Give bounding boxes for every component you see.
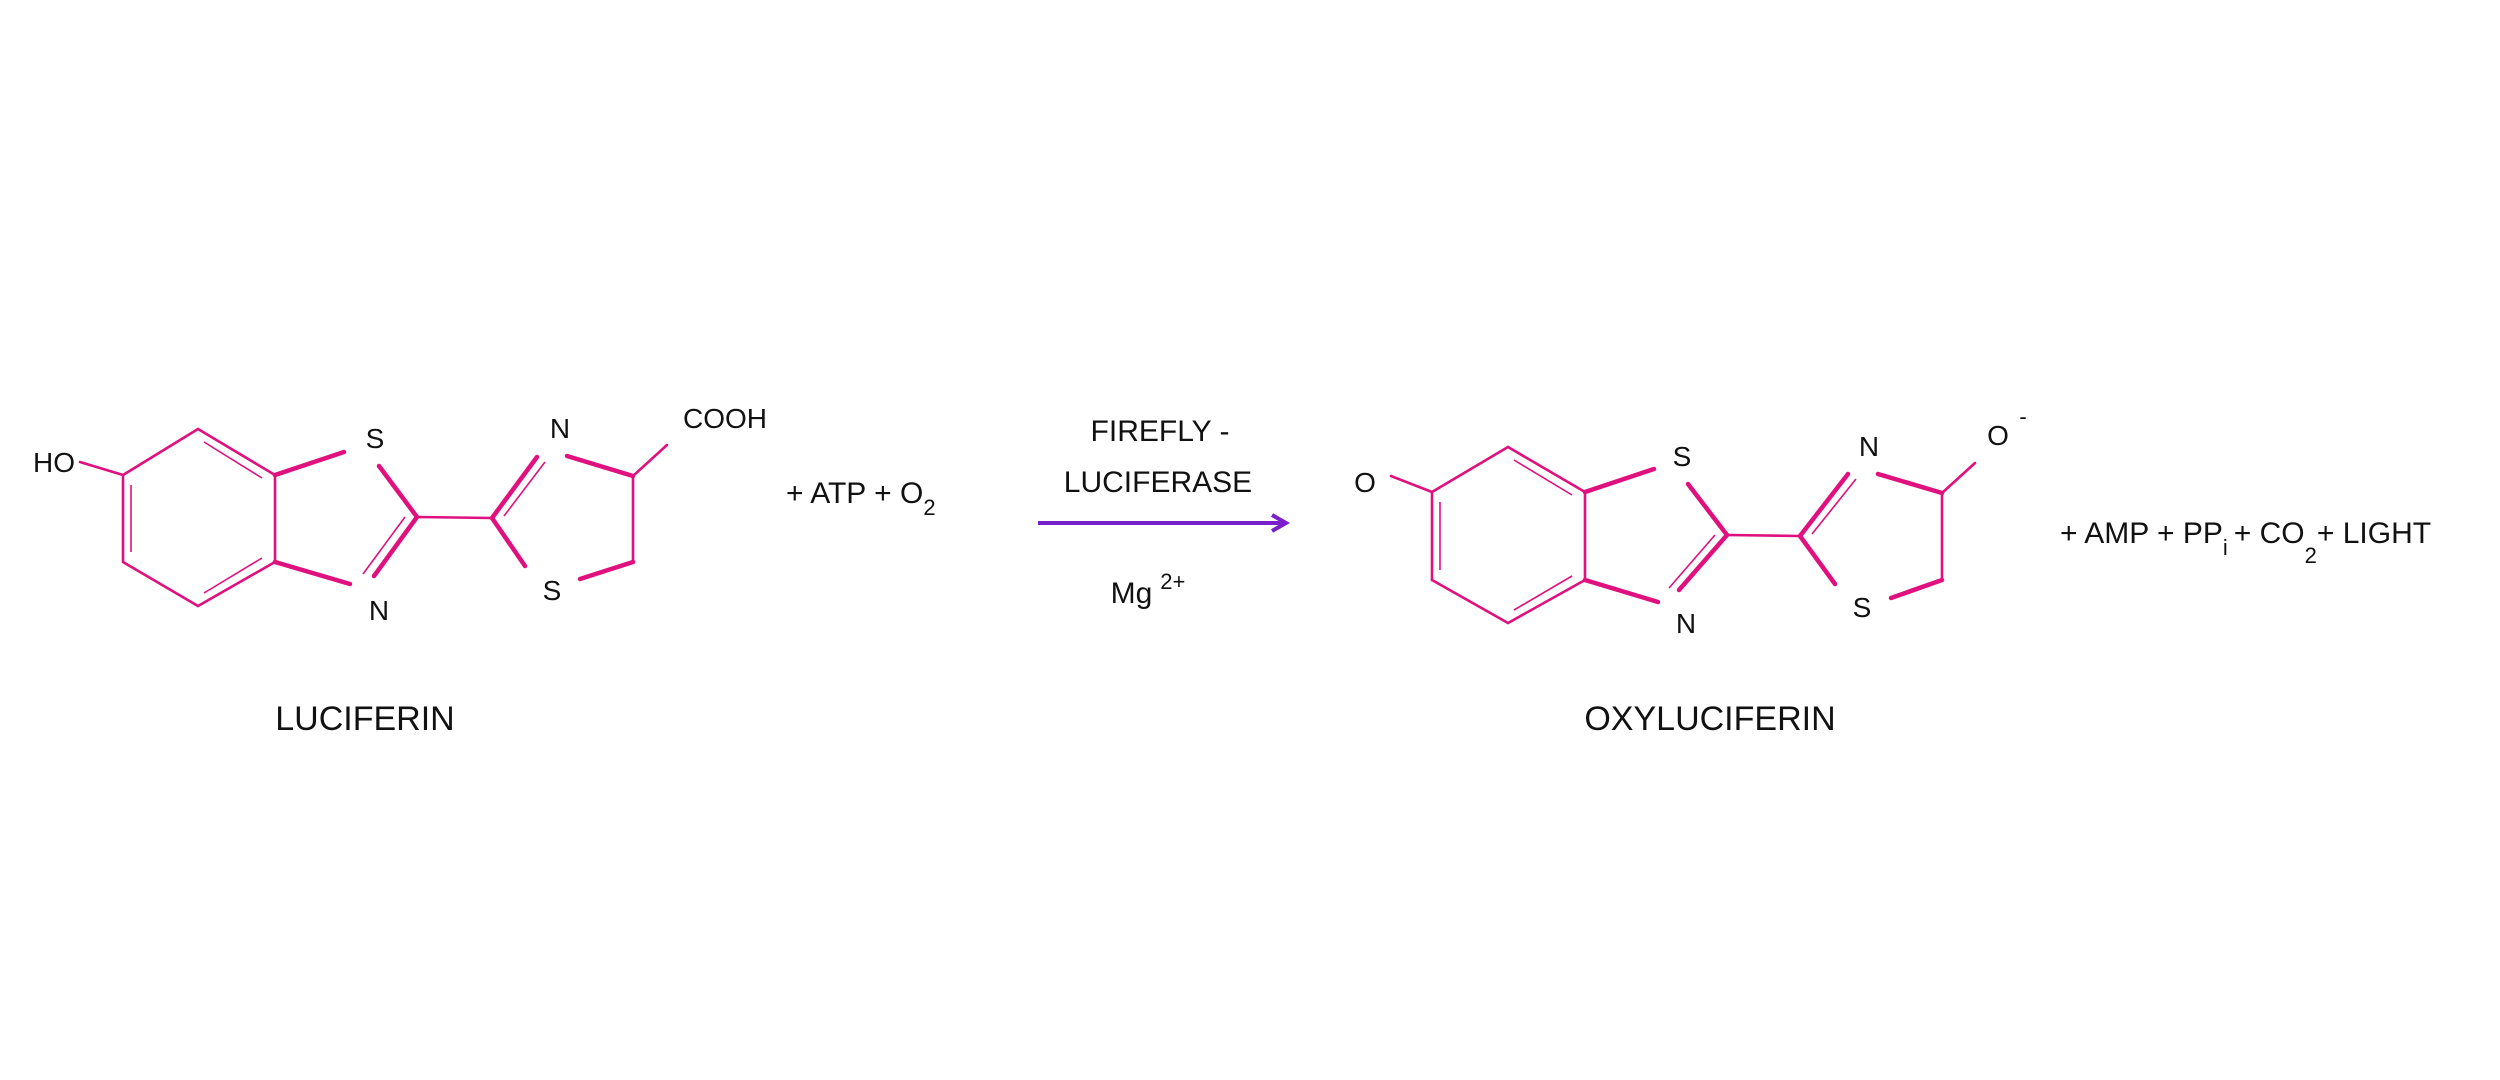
by-products: + AMP + PPi+ CO2+ LIGHT: [2060, 517, 2431, 568]
luciferin-name: LUCIFERIN: [275, 700, 454, 738]
reaction-arrow: [1038, 513, 1291, 533]
oxide-charge: -: [2019, 404, 2026, 429]
luciferin-structure: HO S N N COOH S: [33, 403, 767, 626]
sulfur-label: S: [366, 423, 385, 454]
oxyluciferin-structure: O S N N O - S: [1354, 404, 2027, 639]
oxyluciferin-name: OXYLUCIFERIN: [1584, 700, 1835, 738]
nitrogen-label: N: [1676, 608, 1696, 639]
benzene-ring: [121, 427, 277, 608]
sulfur-label: S: [1853, 592, 1872, 623]
carboxyl-label: COOH: [683, 403, 767, 434]
enzyme-label-line1: FIREFLY -: [1091, 415, 1230, 448]
sulfur-label: S: [543, 575, 562, 606]
enzyme-label-line2: LUCIFERASE: [1064, 466, 1252, 499]
oxide-label: O: [1987, 420, 2009, 451]
hydroxyl-label: HO: [33, 447, 75, 478]
nitrogen-label: N: [1859, 431, 1879, 462]
nitrogen-label: N: [369, 595, 389, 626]
sulfur-label: S: [1673, 441, 1692, 472]
nitrogen-label: N: [550, 413, 570, 444]
co-reactants: + ATP + O2: [786, 477, 936, 520]
benzene-ring: [1430, 445, 1587, 625]
oxygen-label: O: [1354, 467, 1376, 498]
